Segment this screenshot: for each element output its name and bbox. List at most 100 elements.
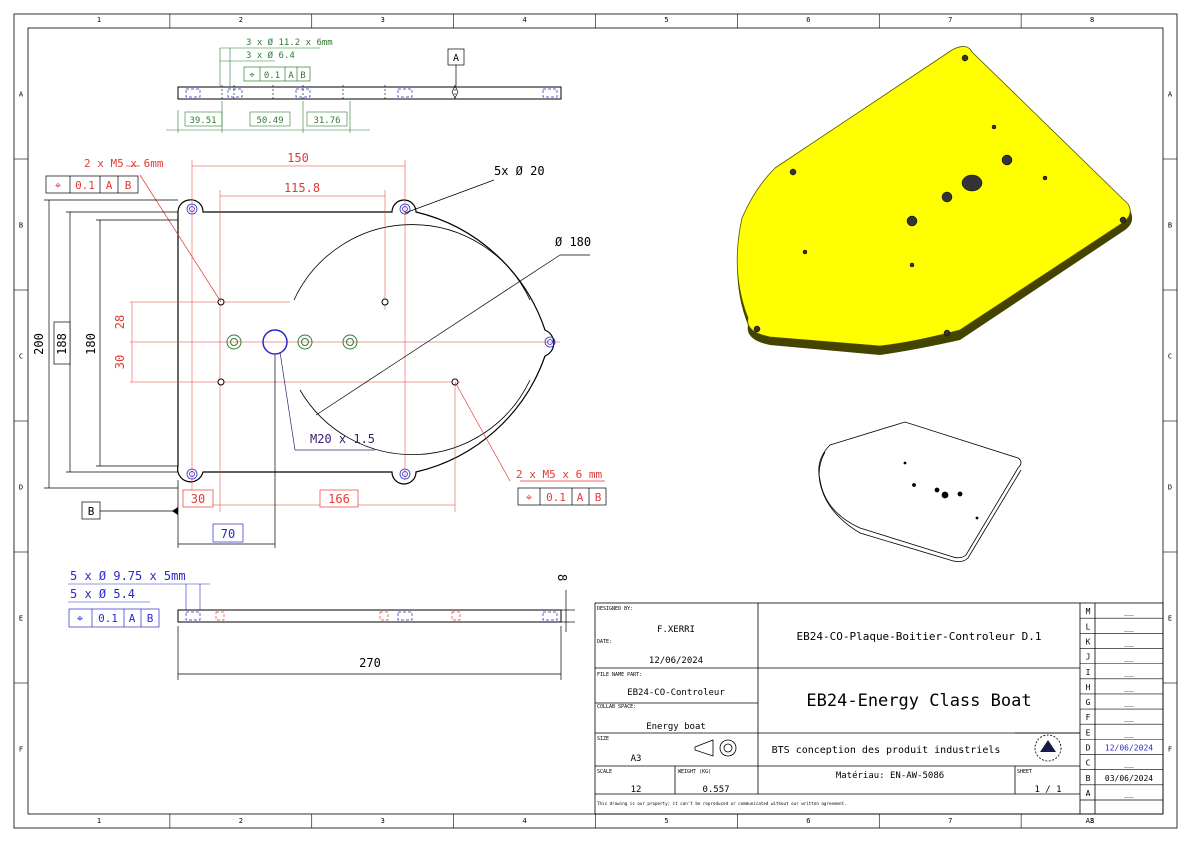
fcf-datum-b: B xyxy=(125,179,132,192)
revision-letter-E: E xyxy=(1086,728,1091,737)
revision-value-H: __ xyxy=(1124,683,1134,692)
revision-letter-F: F xyxy=(1086,713,1091,722)
zone-column-4-top: 4 xyxy=(522,16,526,24)
bottom-feature-control-frame: ⌖ 0.1 A B xyxy=(68,608,160,628)
scale: 12 xyxy=(631,785,642,795)
zone-column-3-top: 3 xyxy=(381,16,385,24)
zone-column-5-top: 5 xyxy=(664,16,668,24)
fcf-tolerance: 0.1 xyxy=(75,179,95,192)
fcf-datum-b: B xyxy=(300,71,305,81)
revision-value-I: __ xyxy=(1124,668,1134,677)
zone-column-1-top: 1 xyxy=(97,16,101,24)
revision-letter-C: C xyxy=(1086,759,1091,768)
bottom-callout-counterbore: 5 x Ø 9.75 x 5mm xyxy=(70,569,186,583)
revision-value-F: __ xyxy=(1124,713,1134,722)
sheet-size: A3 xyxy=(631,754,642,764)
project-title: EB24-Energy Class Boat xyxy=(806,691,1031,711)
sheet-label: SHEET xyxy=(1017,769,1032,775)
zone-column-4-bottom: 4 xyxy=(522,817,526,825)
zone-column-6-top: 6 xyxy=(806,16,810,24)
plate-top-face xyxy=(736,46,1131,347)
dim-150: 150 xyxy=(287,151,309,165)
zone-row-B-right: B xyxy=(1168,222,1172,230)
designed-by: F.XERRI xyxy=(657,625,695,635)
revision-value-B: 03/06/2024 xyxy=(1105,774,1153,783)
fcf-datum-b: B xyxy=(595,491,602,504)
file-name-label: FILE NAME PART: xyxy=(597,672,642,678)
title-block: DESIGNED BY: DATE: FILE NAME PART: COLLA… xyxy=(594,602,1164,825)
collab-label: COLLAB SPACE: xyxy=(597,704,636,710)
weight: 0.557 xyxy=(702,785,729,795)
zone-column-6-bottom: 6 xyxy=(806,817,810,825)
fcf-bottom: ⌖ 0.1 A B xyxy=(517,487,607,506)
date: 12/06/2024 xyxy=(649,656,703,666)
sheet-format: A3 xyxy=(1086,817,1094,825)
fcf-datum-b: B xyxy=(147,612,154,625)
revision-letter-A: A xyxy=(1086,789,1091,798)
isometric-shaded-view xyxy=(736,46,1133,356)
revision-value-J: __ xyxy=(1124,653,1134,662)
zone-row-D-right: D xyxy=(1168,484,1172,492)
dim-70: 70 xyxy=(221,527,235,541)
revision-value-L: __ xyxy=(1124,622,1134,631)
zone-column-2-bottom: 2 xyxy=(239,817,243,825)
scale-label: SCALE xyxy=(597,769,612,775)
revision-letter-D: D xyxy=(1086,744,1091,753)
revision-value-D: 12/06/2024 xyxy=(1105,744,1153,753)
zone-column-5-bottom: 5 xyxy=(664,817,668,825)
label-5x-d20: 5x Ø 20 xyxy=(494,164,545,178)
designed-by-label: DESIGNED BY: xyxy=(597,606,633,612)
dim-28: 28 xyxy=(113,315,127,329)
revision-letter-L: L xyxy=(1086,622,1091,631)
dim-115-8: 115.8 xyxy=(284,181,320,195)
third-angle-projection-icon xyxy=(694,739,737,757)
revision-letter-I: I xyxy=(1086,668,1091,677)
revision-letter-M: M xyxy=(1086,607,1091,616)
top-callout-hole: 3 x Ø 6.4 xyxy=(246,50,295,61)
label-m20: M20 x 1.5 xyxy=(310,432,375,446)
school-name: BTS conception des produit industriels xyxy=(772,745,1001,756)
revision-value-E: __ xyxy=(1124,728,1134,737)
fcf-datum-a: A xyxy=(129,612,136,625)
zone-column-2-top: 2 xyxy=(239,16,243,24)
main-plan-view: 2 x M5 x 6mm 2 x M5 x 6 mm ⌖ 0.1 A B ⌖ 0… xyxy=(32,151,607,548)
fcf-tolerance: 0.1 xyxy=(264,71,280,81)
revision-value-M: __ xyxy=(1124,607,1134,616)
plate-outline xyxy=(177,199,555,485)
position-icon: ⌖ xyxy=(55,179,61,192)
isometric-wireframe-view xyxy=(818,421,1022,562)
sheet-number: 1 / 1 xyxy=(1034,785,1061,795)
zone-column-7-bottom: 7 xyxy=(948,817,952,825)
disclaimer: This drawing is our property; it can't b… xyxy=(597,801,847,806)
zone-row-F-right: F xyxy=(1168,746,1172,754)
revision-letter-H: H xyxy=(1086,683,1091,692)
dim-270: 270 xyxy=(359,656,381,670)
revision-letter-K: K xyxy=(1086,637,1091,646)
fcf-top: ⌖ 0.1 A B xyxy=(45,175,139,194)
fcf-tolerance: 0.1 xyxy=(546,491,566,504)
dim-30-horizontal: 30 xyxy=(191,492,205,506)
revision-letter-B: B xyxy=(1086,774,1091,783)
position-icon: ⌖ xyxy=(77,612,83,625)
date-label: DATE: xyxy=(597,639,612,645)
fcf-datum-a: A xyxy=(288,71,294,81)
datum-b-label: B xyxy=(88,505,95,518)
label-m5-bottom: 2 x M5 x 6 mm xyxy=(516,468,602,481)
revision-value-G: __ xyxy=(1124,698,1134,707)
dim-180: 180 xyxy=(84,333,98,355)
part-name: EB24-CO-Plaque-Boitier-Controleur D.1 xyxy=(796,630,1041,643)
dim-30-vertical: 30 xyxy=(113,355,127,369)
dim-thickness-8: 8 xyxy=(555,574,569,581)
zone-row-C-right: C xyxy=(1168,353,1172,361)
dim-166: 166 xyxy=(328,492,350,506)
zone-row-A-left: A xyxy=(19,91,24,99)
top-dim-50-49: 50.49 xyxy=(256,116,283,126)
weight-label: WEIGHT (KG) xyxy=(678,769,711,775)
revision-letter-J: J xyxy=(1086,653,1091,662)
top-feature-control-frame: ⌖ 0.1 A B xyxy=(243,66,311,82)
datum-a-marker: A xyxy=(447,48,465,86)
revision-value-K: __ xyxy=(1124,637,1134,646)
top-profile-view: 3 x Ø 11.2 x 6mm 3 x Ø 6.4 ⌖ 0.1 A B xyxy=(166,37,562,133)
